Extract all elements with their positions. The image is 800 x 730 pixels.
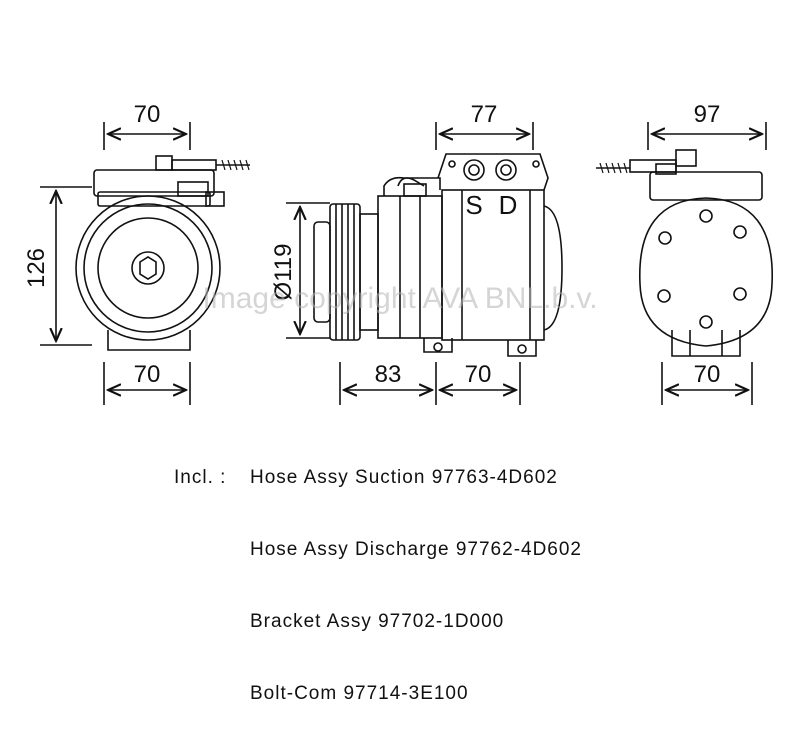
rear-view <box>596 122 773 405</box>
discharge-port-label: D <box>499 190 518 220</box>
rear-top-width-label: 97 <box>694 101 721 128</box>
notes-row: Hose Assy Discharge 97762-4D602 <box>174 538 582 562</box>
notes-spacer <box>174 610 250 634</box>
front-height-label: 126 <box>23 248 50 288</box>
included-part: Bolt-Com 97714-3E100 <box>250 683 469 704</box>
suction-port-label: S <box>465 190 482 220</box>
front-top-width-label: 70 <box>134 101 161 128</box>
included-part: Hose Assy Discharge 97762-4D602 <box>250 539 583 560</box>
side-bottom-length-b-label: 70 <box>465 361 492 388</box>
side-bottom-length-a-label: 83 <box>375 361 402 388</box>
notes-lead: Incl. : <box>174 467 227 488</box>
side-top-width-label: 77 <box>471 101 498 128</box>
compressor-drawing: 70 126 70 77 Ø119 83 70 97 70 S D Image … <box>23 101 773 405</box>
front-view <box>40 122 250 405</box>
notes-row: Bracket Assy 97702-1D000 <box>174 610 582 634</box>
side-pulley-diameter-label: Ø119 <box>270 244 297 301</box>
notes-spacer <box>174 538 250 562</box>
included-part: Hose Assy Suction 97763-4D602 <box>250 467 558 488</box>
notes-spacer <box>174 682 250 706</box>
included-part: Bracket Assy 97702-1D000 <box>250 611 505 632</box>
notes-row: Incl. : Hose Assy Suction 97763-4D602 <box>174 466 582 490</box>
notes-row: Bolt-Com 97714-3E100 <box>174 682 582 706</box>
copyright-watermark: Image copyright AVA BNL.b.v. <box>202 282 597 315</box>
front-bottom-width-label: 70 <box>134 361 161 388</box>
rear-bottom-width-label: 70 <box>694 361 721 388</box>
included-parts-notes: Incl. : Hose Assy Suction 97763-4D602 Ho… <box>174 418 582 730</box>
side-view <box>286 122 563 405</box>
